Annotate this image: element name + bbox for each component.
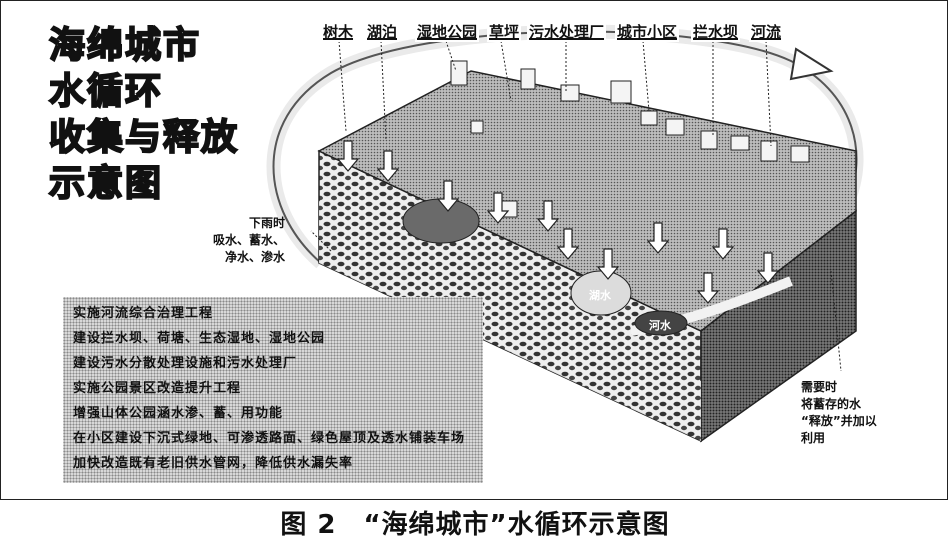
diagram-figure: 海绵城市 水循环 收集与释放 示意图 树木 湖泊 湿地公园 草坪 污水处理厂 城… [0,0,948,500]
release-note-line-1: 需要时 [801,380,838,394]
terrain-illustration [266,24,864,443]
rain-note-line-3: 净水、渗水 [225,250,286,264]
figure-caption: 图 2 “海绵城市”水循环示意图 [280,510,670,540]
diagram-title: 海绵城市 水循环 收集与释放 示意图 [48,23,240,207]
release-note-line-2: 将蓄存的水 [801,397,862,411]
release-note: 需要时 将蓄存的水 “释放”并加以 利用 [801,379,877,447]
label-residential: 城市小区 [615,21,680,42]
infiltration-arrows [336,140,780,304]
title-line-1: 海绵城市 [48,24,202,67]
title-line-4: 示意图 [48,162,164,205]
label-sewage-plant: 污水处理厂 [527,21,607,42]
lake-water-label: 湖水 [589,289,611,302]
label-lawn: 草坪 [487,21,522,42]
buildings [450,60,810,218]
label-leader-lines [310,40,842,372]
title-line-2: 水循环 [48,70,164,113]
measure-item: 建设拦水坝、荷塘、生态湿地、湿地公园 [73,331,326,346]
river-water-label: 河水 [649,319,671,332]
rain-note: 下雨时 吸水、蓄水、 净水、渗水 [213,215,285,266]
label-river: 河流 [749,21,784,42]
title-line-3: 收集与释放 [48,116,240,159]
measure-item: 在小区建设下沉式绿地、可渗透路面、绿色屋顶及透水铺装车场 [73,431,466,446]
measures-list: 实施河流综合治理工程 建设拦水坝、荷塘、生态湿地、湿地公园 建设污水分散处理设施… [63,297,483,483]
block-top-surface [317,70,857,332]
label-wetland-park: 湿地公园 [415,21,480,42]
label-trees: 树木 [321,21,356,42]
rain-note-line-2: 吸水、蓄水、 [213,233,286,247]
release-note-line-4: 利用 [801,431,826,445]
cycle-arrowhead [789,47,834,81]
lake-shape [402,198,480,244]
label-dam: 拦水坝 [691,21,741,42]
measure-item: 建设污水分散处理设施和污水处理厂 [73,356,298,371]
measure-item: 实施公园景区改造提升工程 [73,381,242,396]
measure-item: 加快改造既有老旧供水管网，降低供水漏失率 [73,456,354,471]
release-note-line-3: “释放”并加以 [801,414,877,428]
rain-note-line-1: 下雨时 [249,216,286,230]
measure-item: 实施河流综合治理工程 [73,306,214,321]
measure-item: 增强山体公园涵水渗、蓄、用功能 [73,406,284,421]
label-lake: 湖泊 [365,21,400,42]
